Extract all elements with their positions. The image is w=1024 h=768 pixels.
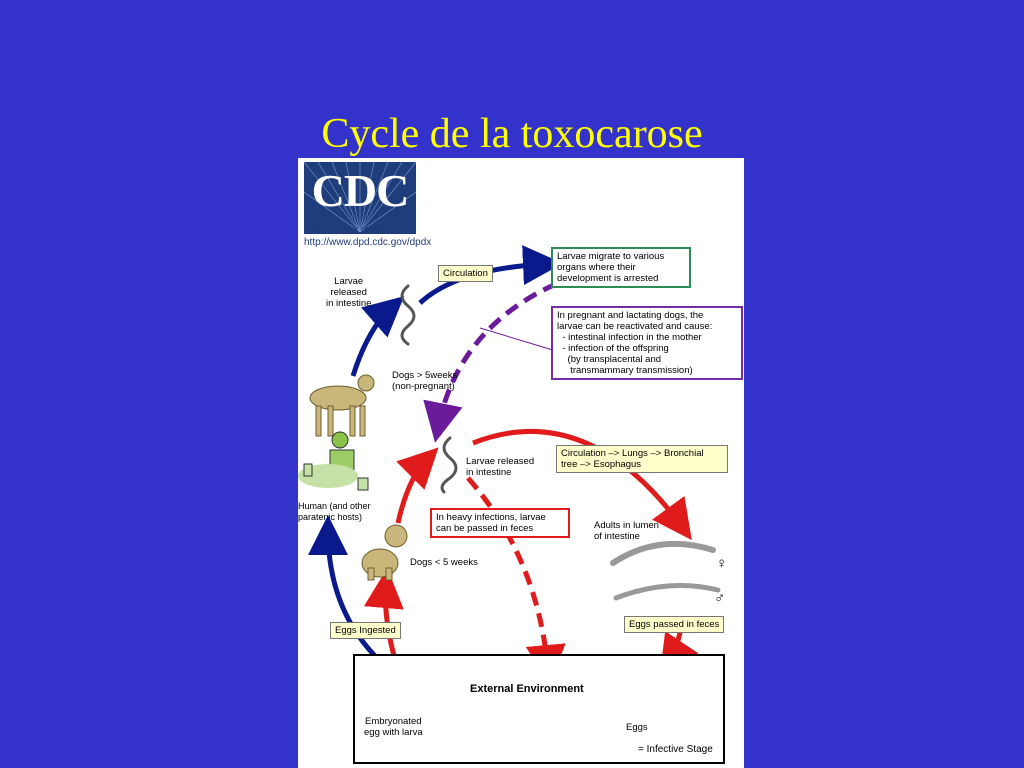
larvae-released-mid-label: Larvae released in intestine	[466, 456, 535, 478]
infective-stage-legend: = Infective Stage	[620, 744, 713, 755]
human-paratenic-label: Human (and other paratenic hosts)	[298, 501, 371, 522]
larvae-migrate-box: Larvae migrate to various organs where t…	[551, 247, 691, 288]
eggs-passed-label: Eggs passed in feces	[624, 616, 725, 633]
life-cycle-diagram: CDC SAFER·HEALTHIER·PEOPLE™ http://www.d…	[298, 158, 744, 768]
male-symbol: ♂	[714, 590, 726, 607]
puppy-icon	[361, 524, 408, 581]
arrow-reactivation	[423, 281, 558, 443]
adult-worm-female	[610, 540, 716, 566]
cdc-tagline: SAFER·HEALTHIER·PEOPLE™	[304, 227, 390, 233]
arrow-puppy-to-larvae	[395, 447, 439, 524]
embryonated-egg-label: Embryonated egg with larva	[364, 716, 423, 738]
adults-label: Adults in lumen of intestine	[594, 520, 659, 542]
larva-icon-mid	[440, 436, 458, 494]
cdc-logo: CDC	[304, 162, 416, 234]
larvae-released-top-label: Larvae released in intestine	[326, 276, 372, 309]
reactivation-box: In pregnant and lactating dogs, the larv…	[551, 306, 743, 380]
slide-title: Cycle de la toxocarose	[321, 111, 703, 157]
larva-icon-top	[400, 284, 416, 346]
external-environment-title: External Environment	[470, 683, 584, 695]
dogs-over-5-weeks-label: Dogs > 5weeks (non-pregnant)	[392, 370, 458, 392]
dogs-under-5-weeks-label: Dogs < 5 weeks	[410, 557, 478, 568]
arrow-heavy-infection	[466, 476, 566, 685]
circulation-label: Circulation	[438, 265, 493, 282]
adult-dog-icon	[309, 374, 375, 437]
infective-stage-label: = Infective Stage	[638, 744, 713, 755]
child-icon	[298, 431, 369, 491]
adult-worm-male	[613, 583, 721, 601]
arrow-larvae-to-adults	[472, 429, 692, 541]
eggs-ingested-label: Eggs Ingested	[330, 622, 401, 639]
arrow-dog-to-larvae	[350, 296, 405, 377]
reactivation-pointer	[479, 327, 557, 352]
heavy-infection-box: In heavy infections, larvae can be passe…	[430, 508, 570, 538]
cdc-url: http://www.dpd.cdc.gov/dpdx	[304, 237, 432, 248]
external-environment-box	[353, 654, 725, 764]
female-symbol: ♀	[716, 555, 728, 572]
lungs-route-box: Circulation –> Lungs –> Bronchial tree –…	[556, 445, 728, 473]
cdc-logo-text: CDC	[311, 165, 410, 216]
eggs-label: Eggs	[626, 722, 648, 733]
logo-rays	[304, 162, 416, 233]
